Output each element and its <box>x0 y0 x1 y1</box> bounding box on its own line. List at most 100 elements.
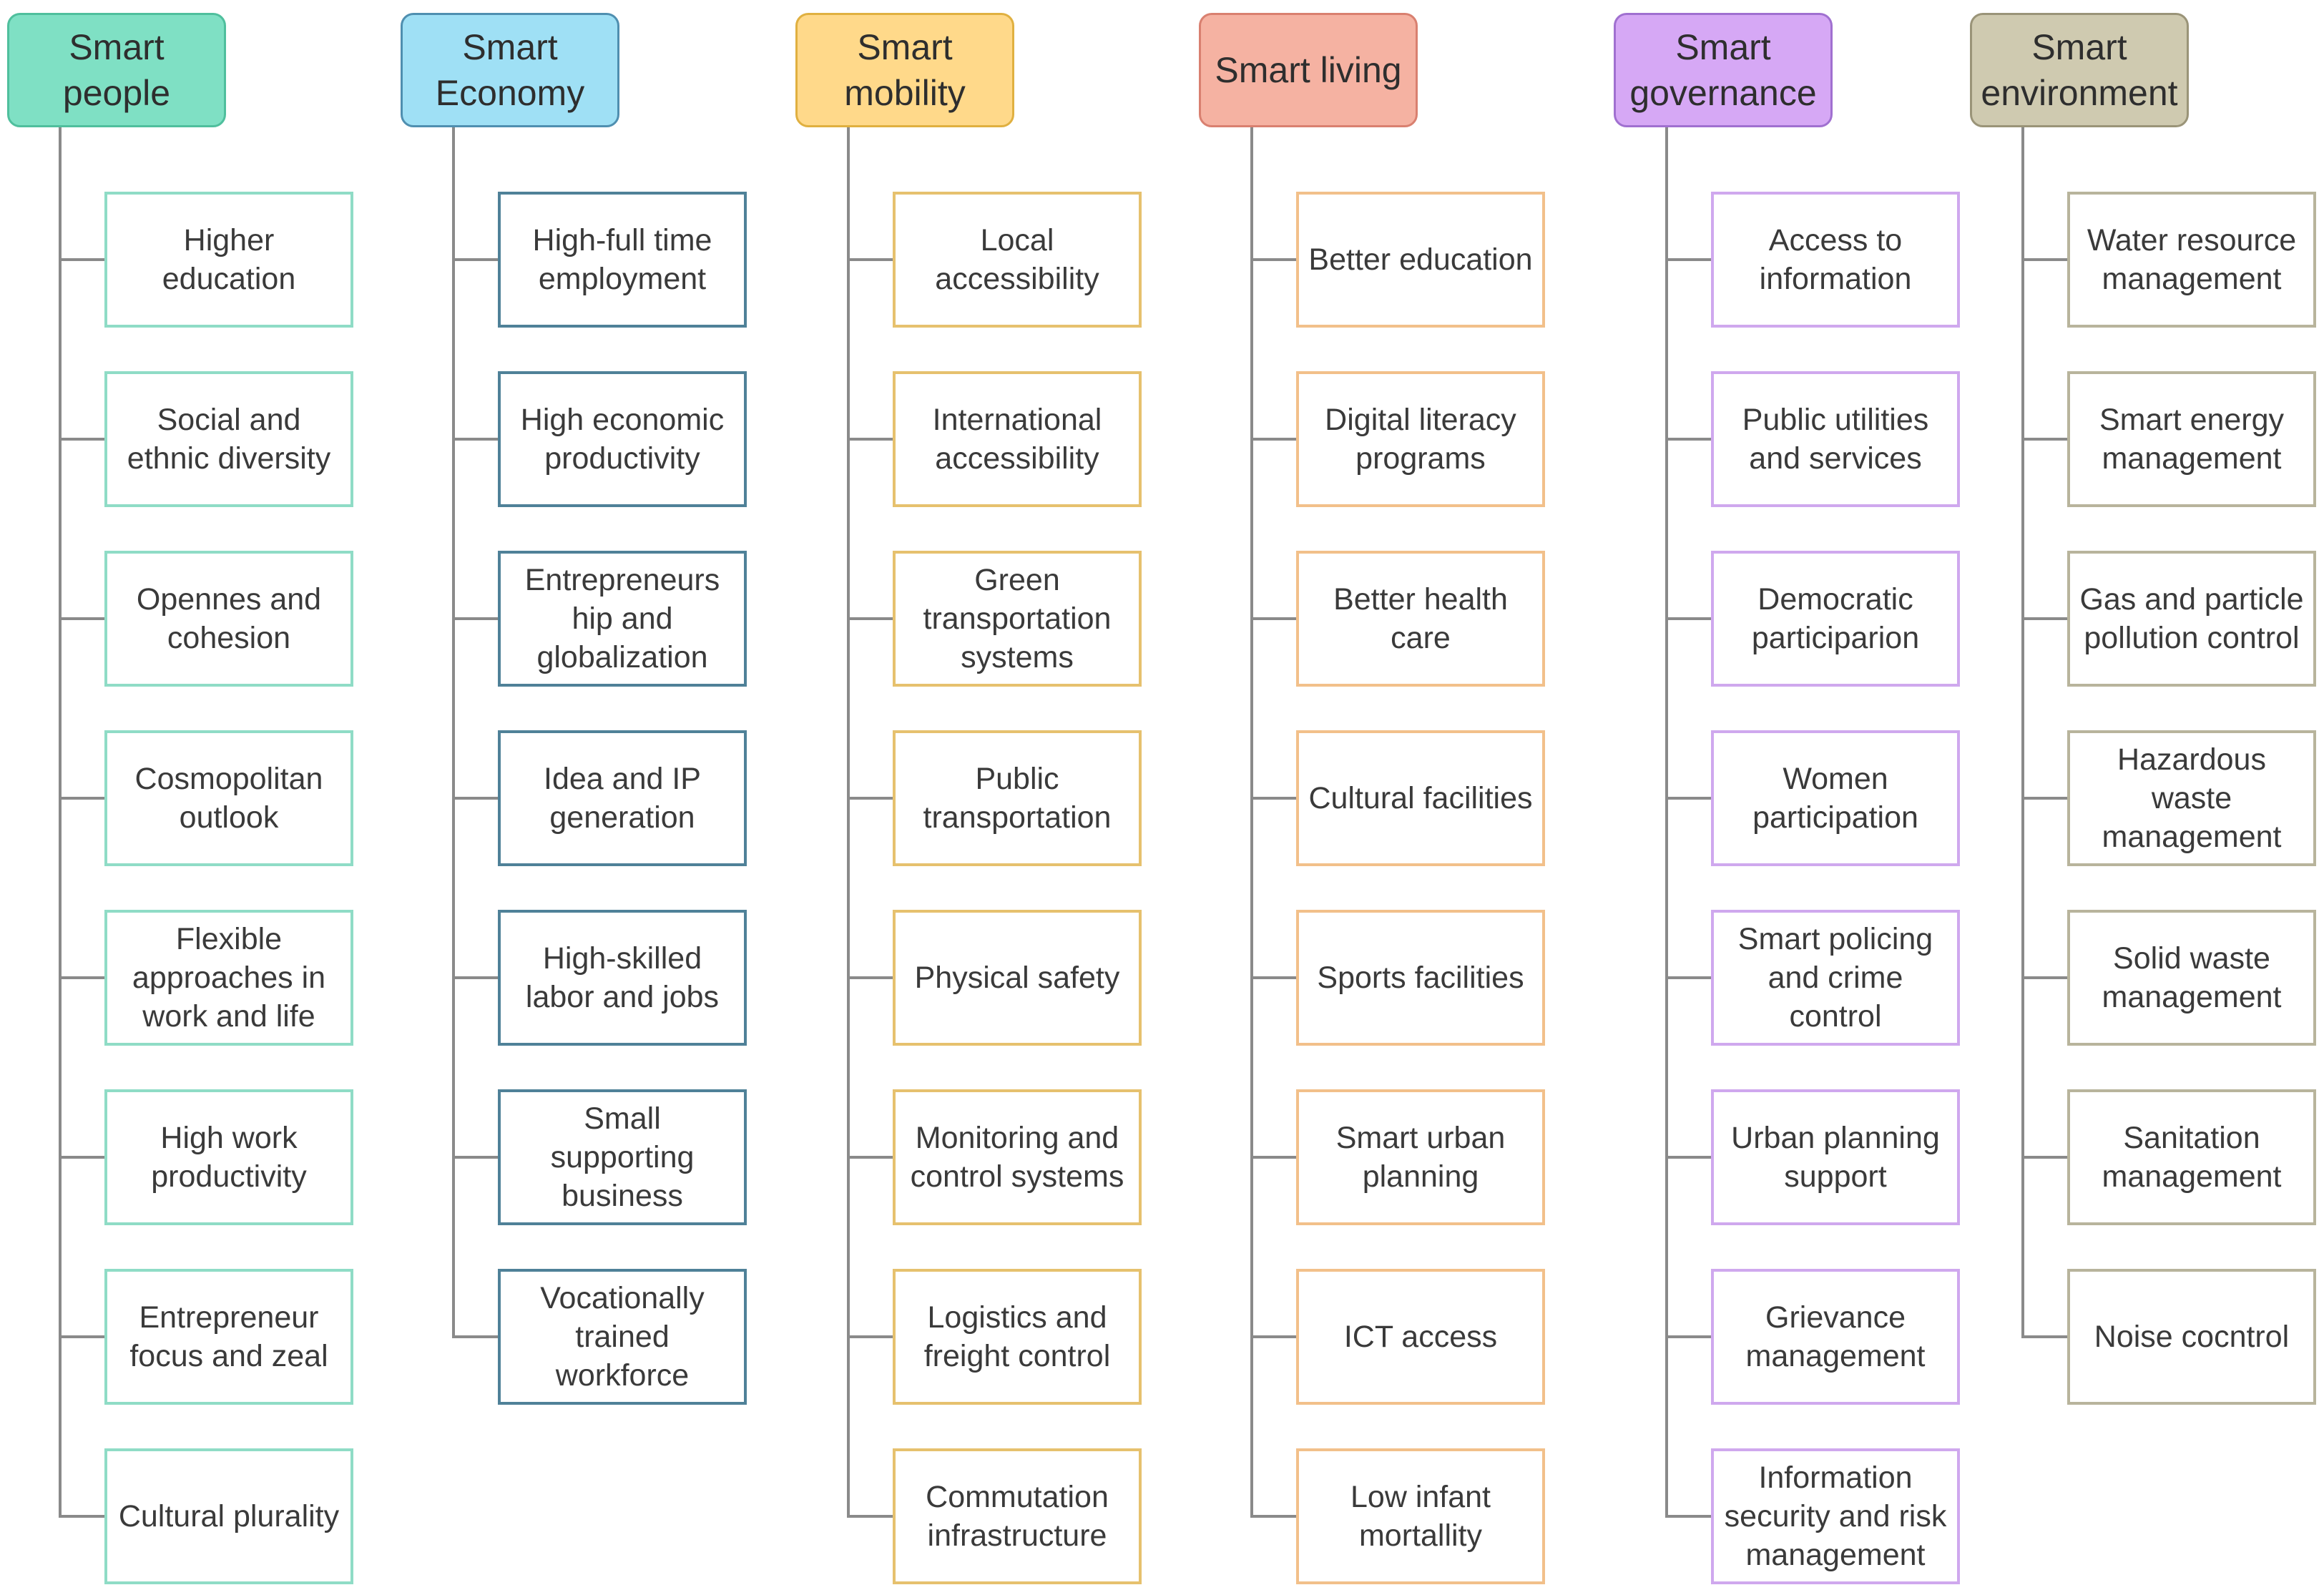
tree-branch-line <box>2021 1335 2067 1338</box>
indicator-box: Vocationally trained workforce <box>498 1269 747 1405</box>
indicator-box: Sports facilities <box>1296 910 1545 1046</box>
indicator-box: Solid waste management <box>2067 910 2316 1046</box>
tree-branch-line <box>847 1156 893 1159</box>
tree-branch-line <box>1250 976 1296 979</box>
indicator-box: Public utilities and services <box>1711 371 1960 507</box>
indicator-box: Democratic participarion <box>1711 551 1960 687</box>
tree-branch-line <box>847 438 893 441</box>
indicator-box: Smart urban planning <box>1296 1089 1545 1225</box>
category-header: Smart people <box>7 13 226 127</box>
category-title: Smart people <box>62 27 171 113</box>
tree-branch-line <box>59 438 104 441</box>
indicator-box: Logistics and freight control <box>893 1269 1142 1405</box>
tree-branch-line <box>2021 617 2067 620</box>
indicator-box: Entrepreneur focus and zeal <box>104 1269 353 1405</box>
indicator-box: International accessibility <box>893 371 1142 507</box>
tree-trunk-line <box>59 127 62 1518</box>
indicator-box: Noise cocntrol <box>2067 1269 2316 1405</box>
indicator-box: Better health care <box>1296 551 1545 687</box>
tree-trunk-line <box>452 127 455 1338</box>
category-title: Smart environment <box>1981 27 2178 113</box>
category-title: Smart governance <box>1629 27 1817 113</box>
tree-branch-line <box>59 258 104 261</box>
indicator-box: Cultural facilities <box>1296 730 1545 866</box>
tree-branch-line <box>1250 438 1296 441</box>
indicator-box: Physical safety <box>893 910 1142 1046</box>
indicator-box: Green transportation systems <box>893 551 1142 687</box>
tree-branch-line <box>59 976 104 979</box>
tree-branch-line <box>847 797 893 800</box>
indicator-box: Smart energy management <box>2067 371 2316 507</box>
tree-branch-line <box>452 797 498 800</box>
indicator-box: Entrepreneurs hip and globalization <box>498 551 747 687</box>
tree-branch-line <box>452 976 498 979</box>
indicator-box: Low infant mortallity <box>1296 1448 1545 1584</box>
indicator-box: Opennes and cohesion <box>104 551 353 687</box>
indicator-box: Information security and risk management <box>1711 1448 1960 1584</box>
indicator-box: Sanitation management <box>2067 1089 2316 1225</box>
indicator-box: Urban planning support <box>1711 1089 1960 1225</box>
indicator-box: Better education <box>1296 192 1545 328</box>
tree-branch-line <box>1665 1335 1711 1338</box>
indicator-box: Commutation infrastructure <box>893 1448 1142 1584</box>
category-title: Smart Economy <box>435 27 585 113</box>
tree-trunk-line <box>1250 127 1253 1518</box>
tree-trunk-line <box>1665 127 1668 1518</box>
tree-branch-line <box>452 1156 498 1159</box>
indicator-box: Small supporting business <box>498 1089 747 1225</box>
indicator-box: High-full time employment <box>498 192 747 328</box>
indicator-box: Public transportation <box>893 730 1142 866</box>
indicator-box: ICT access <box>1296 1269 1545 1405</box>
indicator-box: Gas and particle pollution control <box>2067 551 2316 687</box>
tree-branch-line <box>847 976 893 979</box>
indicator-box: Digital literacy programs <box>1296 371 1545 507</box>
indicator-box: Grievance management <box>1711 1269 1960 1405</box>
tree-branch-line <box>452 438 498 441</box>
indicator-box: Monitoring and control systems <box>893 1089 1142 1225</box>
tree-branch-line <box>1250 258 1296 261</box>
category-title: Smart mobility <box>844 27 966 113</box>
indicator-box: Cultural plurality <box>104 1448 353 1584</box>
tree-branch-line <box>59 617 104 620</box>
tree-branch-line <box>847 258 893 261</box>
tree-branch-line <box>59 797 104 800</box>
indicator-box: Flexible approaches in work and life <box>104 910 353 1046</box>
indicator-box: Social and ethnic diversity <box>104 371 353 507</box>
tree-branch-line <box>2021 258 2067 261</box>
tree-branch-line <box>59 1335 104 1338</box>
tree-branch-line <box>847 1335 893 1338</box>
tree-branch-line <box>1665 1156 1711 1159</box>
category-header: Smart environment <box>1970 13 2189 127</box>
indicator-box: Local accessibility <box>893 192 1142 328</box>
tree-branch-line <box>452 258 498 261</box>
indicator-box: Hazardous waste management <box>2067 730 2316 866</box>
tree-branch-line <box>1665 976 1711 979</box>
category-header: Smart mobility <box>795 13 1014 127</box>
category-header: Smart governance <box>1614 13 1833 127</box>
tree-branch-line <box>847 617 893 620</box>
tree-branch-line <box>2021 797 2067 800</box>
category-header: Smart living <box>1199 13 1418 127</box>
tree-branch-line <box>59 1515 104 1518</box>
tree-branch-line <box>1665 797 1711 800</box>
tree-branch-line <box>2021 976 2067 979</box>
indicator-box: Cosmopolitan outlook <box>104 730 353 866</box>
tree-branch-line <box>1665 258 1711 261</box>
tree-branch-line <box>452 617 498 620</box>
tree-branch-line <box>59 1156 104 1159</box>
indicator-box: High economic productivity <box>498 371 747 507</box>
indicator-box: Water resource management <box>2067 192 2316 328</box>
tree-branch-line <box>2021 438 2067 441</box>
indicator-box: High-skilled labor and jobs <box>498 910 747 1046</box>
tree-branch-line <box>2021 1156 2067 1159</box>
indicator-box: Idea and IP generation <box>498 730 747 866</box>
category-header: Smart Economy <box>401 13 619 127</box>
tree-branch-line <box>452 1335 498 1338</box>
tree-branch-line <box>1250 1335 1296 1338</box>
